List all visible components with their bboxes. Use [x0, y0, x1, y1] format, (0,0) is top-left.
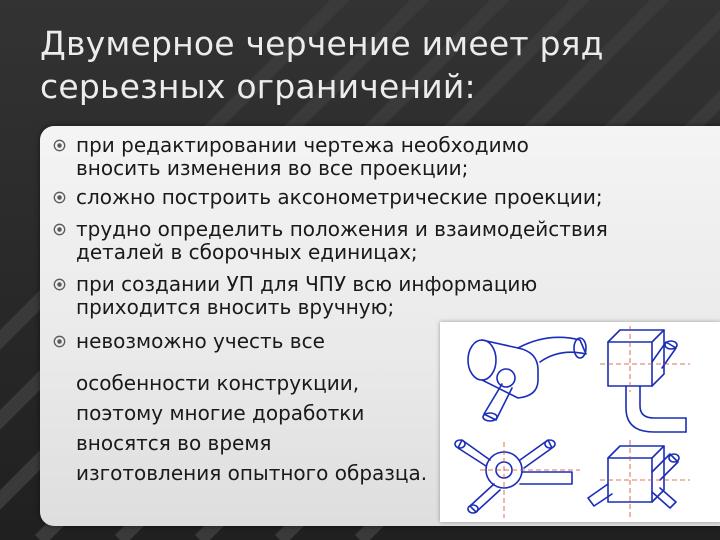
circled-dot-icon — [53, 335, 66, 348]
technical-drawing-image — [440, 322, 720, 522]
bullet-4-line-1: при создании УП для ЧПУ всю информацию — [76, 272, 538, 296]
title-line-1: Двумерное черчение имеет ряд — [40, 24, 604, 63]
slide-title: Двумерное черчение имеет ряд серьезных о… — [40, 22, 700, 108]
bullet-5-line-1: невозможно учесть все — [76, 329, 325, 353]
continuation-line-4: изготовления опытного образца. — [76, 461, 428, 485]
bullet-3-line-2: деталей в сборочных единицах; — [76, 240, 418, 264]
bullet-1-line-1: при редактировании чертежа необходимо — [76, 133, 529, 157]
circled-dot-icon — [53, 191, 66, 204]
bullet-2-line-1: сложно построить аксонометрические проек… — [76, 185, 603, 209]
pipe-assembly-drawing — [454, 326, 690, 518]
circled-dot-icon — [53, 139, 66, 152]
continuation-line-1: особенности конструкции, — [76, 371, 360, 395]
continuation-line-2: поэтому многие доработки — [76, 401, 365, 425]
content-card: при редактировании чертежа необходимо вн… — [40, 126, 720, 526]
circled-dot-icon — [53, 278, 66, 291]
bullet-1-line-2: вносить изменения во все проекции; — [76, 156, 469, 180]
bullet-3-line-1: трудно определить положения и взаимодейс… — [76, 217, 608, 241]
bullet-4-line-2: приходится вносить вручную; — [76, 295, 395, 319]
circled-dot-icon — [53, 223, 66, 236]
continuation-line-3: вносятся во время — [76, 431, 272, 455]
title-line-2: серьезных ограничений: — [40, 67, 476, 106]
